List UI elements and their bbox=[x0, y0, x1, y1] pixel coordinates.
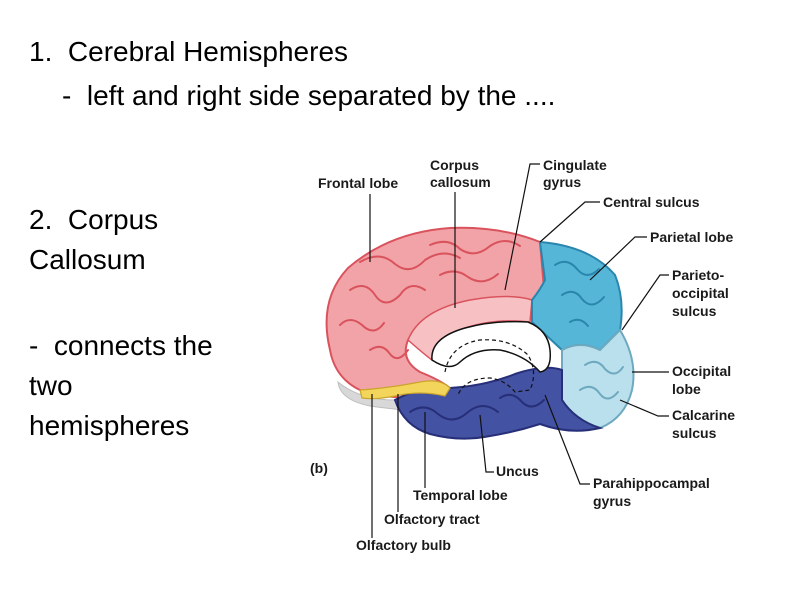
label-parahippocampal-1: Parahippocampal bbox=[593, 475, 710, 491]
label-parieto-occipital-2: occipital bbox=[672, 285, 729, 301]
label-olfactory-bulb: Olfactory bulb bbox=[356, 537, 451, 553]
leader-cingulate-gyrus bbox=[504, 163, 540, 291]
item2-line-2: Callosum bbox=[29, 244, 146, 275]
panel-label: (b) bbox=[310, 460, 328, 476]
label-olfactory-tract: Olfactory tract bbox=[384, 511, 480, 527]
item1-title: 1. Cerebral Hemispheres bbox=[29, 36, 349, 67]
parietal-lobe-region bbox=[531, 240, 623, 352]
label-temporal-lobe: Temporal lobe bbox=[413, 487, 508, 503]
label-parietal-lobe: Parietal lobe bbox=[650, 229, 733, 245]
item1-subtitle: - left and right side separated by the .… bbox=[62, 80, 556, 111]
parietal-gyri-texture bbox=[554, 260, 605, 327]
brain-diagram: Frontal lobe Corpus callosum Cingulate g… bbox=[310, 157, 735, 553]
frontal-gyri-texture bbox=[339, 240, 521, 360]
leader-parahippocampal bbox=[544, 394, 590, 485]
leader-calcarine-sulcus bbox=[619, 399, 669, 417]
item3-line-3: hemispheres bbox=[29, 410, 190, 441]
item2-heading: 2. Corpus Callosum bbox=[29, 200, 158, 280]
item3-description: - connects the two hemispheres bbox=[29, 326, 213, 446]
occipital-gyri-texture bbox=[579, 360, 624, 400]
label-parieto-occipital-3: sulcus bbox=[672, 303, 717, 319]
leader-parieto-occipital bbox=[621, 274, 669, 331]
item2-line-1: 2. Corpus bbox=[29, 204, 159, 235]
label-occipital-lobe-2: lobe bbox=[672, 381, 701, 397]
ventricle-outline bbox=[431, 320, 552, 373]
label-frontal-lobe: Frontal lobe bbox=[318, 175, 398, 191]
label-calcarine-sulcus-1: Calcarine bbox=[672, 407, 735, 423]
label-parahippocampal-2: gyrus bbox=[593, 493, 631, 509]
label-calcarine-sulcus-2: sulcus bbox=[672, 425, 717, 441]
leader-parietal-lobe bbox=[589, 236, 647, 281]
olfactory-tract-region bbox=[359, 380, 451, 400]
item3-line-1: - connects the bbox=[29, 330, 213, 361]
label-cingulate-gyrus-1: Cingulate bbox=[543, 157, 607, 173]
temporal-lobe-region bbox=[393, 366, 604, 440]
label-occipital-lobe-1: Occipital bbox=[672, 363, 731, 379]
label-corpus-callosum-1: Corpus bbox=[430, 157, 479, 173]
label-corpus-callosum-2: callosum bbox=[430, 174, 491, 190]
label-parieto-occipital-1: Parieto- bbox=[672, 267, 724, 283]
temporal-gyri-texture bbox=[409, 393, 545, 421]
label-cingulate-gyrus-2: gyrus bbox=[543, 174, 581, 190]
brain-medial-view-figure: Frontal lobe Corpus callosum Cingulate g… bbox=[300, 150, 780, 560]
label-uncus: Uncus bbox=[496, 463, 539, 479]
leader-central-sulcus bbox=[539, 201, 600, 243]
leader-lines bbox=[369, 163, 669, 538]
label-central-sulcus: Central sulcus bbox=[603, 194, 700, 210]
leader-uncus bbox=[479, 414, 494, 473]
item3-line-2: two bbox=[29, 370, 73, 401]
